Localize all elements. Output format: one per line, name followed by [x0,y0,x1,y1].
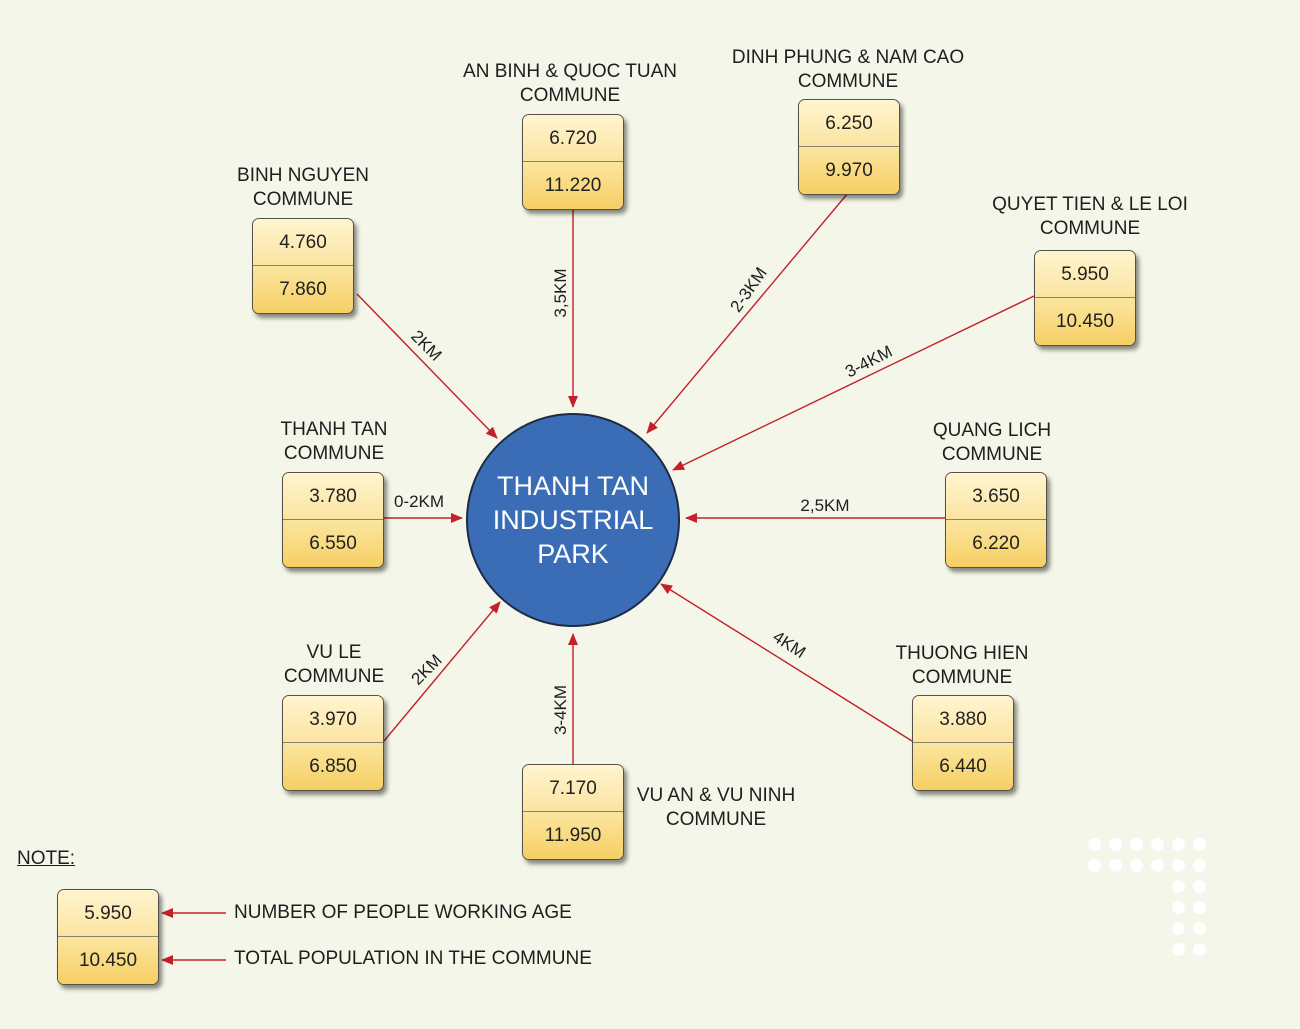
working-age-value: 6.250 [799,100,899,147]
decorative-dot [1193,880,1206,893]
commune-name-thanh-tan: THANH TAN COMMUNE [280,419,388,464]
working-age-value: 3.970 [283,696,383,743]
legend-population-value: 10.450 [58,937,158,984]
distance-label-vu-an-vu-ninh: 3-4KM [551,684,570,736]
population-value: 11.950 [523,812,623,859]
decorative-dot [1172,901,1185,914]
legend-working-age-value: 5.950 [58,890,158,937]
legend-working-age-text: NUMBER OF PEOPLE WORKING AGE [234,902,572,923]
working-age-value: 3.650 [946,473,1046,520]
decorative-dot [1130,859,1143,872]
population-value: 6.220 [946,520,1046,567]
population-value: 6.440 [913,743,1013,790]
hub-title: THANH TAN INDUSTRIAL PARK [492,471,654,569]
commune-name-dinh-phung-nam-cao: DINH PHUNG & NAM CAO COMMUNE [731,47,965,92]
working-age-value: 7.170 [523,765,623,812]
commune-name-thuong-hien: THUONG HIEN COMMUNE [895,643,1029,688]
decorative-dot [1193,943,1206,956]
arrow-quyet-tien-le-loi [672,295,1035,471]
decorative-dot [1193,922,1206,935]
decorative-dot-pattern [1088,838,1218,968]
commune-name-an-binh-quoc-tuan: AN BINH & QUOC TUAN COMMUNE [463,61,677,106]
decorative-dot [1172,880,1185,893]
working-age-value: 4.760 [253,219,353,266]
population-value: 10.450 [1035,298,1135,345]
decorative-dot [1193,859,1206,872]
decorative-dot [1088,838,1101,851]
commune-name-quang-lich: QUANG LICH COMMUNE [932,420,1052,465]
decorative-dot [1130,838,1143,851]
decorative-dot [1172,838,1185,851]
decorative-dot [1172,922,1185,935]
industrial-park-hub: THANH TAN INDUSTRIAL PARK [466,413,680,627]
note-title: NOTE: [17,848,76,869]
decorative-dot [1109,859,1122,872]
working-age-value: 5.950 [1035,251,1135,298]
distance-label-thanh-tan: 0-2KM [393,492,445,511]
population-value: 6.550 [283,520,383,567]
working-age-value: 3.780 [283,473,383,520]
working-age-value: 3.880 [913,696,1013,743]
decorative-dot [1172,943,1185,956]
decorative-dot [1109,838,1122,851]
distance-label-an-binh-quoc-tuan: 3,5KM [551,268,570,318]
decorative-dot [1193,901,1206,914]
decorative-dot [1193,838,1206,851]
decorative-dot [1151,838,1164,851]
legend-population-text: TOTAL POPULATION IN THE COMMUNE [234,948,592,969]
arrow-vu-le [383,601,501,742]
commune-name-binh-nguyen: BINH NGUYEN COMMUNE [237,165,369,210]
population-value: 11.220 [523,162,623,209]
arrow-binh-nguyen [356,293,498,439]
population-value: 6.850 [283,743,383,790]
commune-name-quyet-tien-le-loi: QUYET TIEN & LE LOI COMMUNE [992,194,1188,239]
commune-name-vu-le: VU LE COMMUNE [283,642,385,687]
commune-name-vu-an-vu-ninh: VU AN & VU NINH COMMUNE [636,785,796,830]
distance-label-quang-lich: 2,5KM [800,496,850,515]
population-value: 9.970 [799,147,899,194]
working-age-value: 6.720 [523,115,623,162]
arrow-dinh-phung-nam-cao [646,192,849,434]
decorative-dot [1172,859,1185,872]
population-value: 7.860 [253,266,353,313]
note-legend-box: 5.950 10.450 [57,889,159,985]
decorative-dot [1151,859,1164,872]
arrow-thuong-hien [660,583,913,742]
decorative-dot [1088,859,1101,872]
